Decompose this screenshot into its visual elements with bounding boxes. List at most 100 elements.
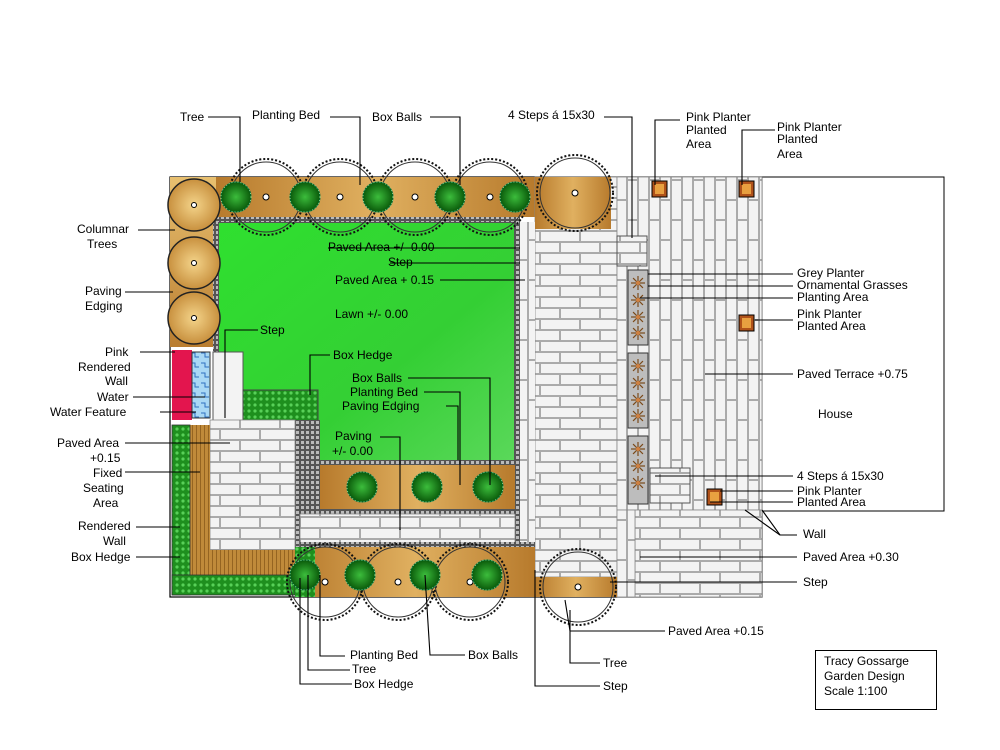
label-grey-planter: Grey Planter	[797, 266, 864, 280]
title-scale: Scale 1:100	[824, 684, 888, 698]
label-tree-top: Tree	[180, 110, 205, 124]
fixed-seating	[190, 425, 210, 575]
box-ball-icon	[411, 471, 443, 503]
label-rendered-a: Rendered	[78, 519, 131, 533]
label-ornamental: Ornamental Grasses	[797, 278, 908, 292]
label-paving-edging-b: Edging	[85, 299, 122, 313]
box-ball-icon	[220, 181, 252, 213]
label-paved-terrace: Paved Terrace +0.75	[797, 367, 908, 381]
label-water-feature: Water Feature	[50, 405, 127, 419]
label-planted-2b: Area	[777, 147, 803, 161]
bottom-bed-edging	[300, 542, 535, 547]
grass-icon	[631, 409, 645, 423]
label-rendered-b: Wall	[103, 534, 126, 548]
box-ball-icon	[346, 471, 378, 503]
inner-bed-edging-top	[320, 460, 515, 465]
title-designer: Tracy Gossarge	[824, 654, 909, 668]
label-fixed-b: Seating	[83, 481, 124, 495]
label-paved-000: Paved Area +/- 0.00	[328, 240, 435, 254]
box-ball-icon	[472, 471, 504, 503]
step-strip	[520, 222, 535, 547]
grass-icon	[631, 459, 645, 473]
label-pink-a: Pink	[105, 345, 129, 359]
label-pink-planter-1: Pink Planter	[686, 110, 751, 124]
labels: Tree Planting Bed Box Balls 4 Steps á 15…	[50, 108, 908, 693]
label-step-right: Step	[803, 575, 828, 589]
label-water: Water	[97, 390, 129, 404]
label-tree-bottom-2: Tree	[603, 656, 628, 670]
ornamental-grasses	[631, 276, 645, 490]
title-subtitle: Garden Design	[824, 669, 905, 683]
grass-icon	[631, 376, 645, 390]
label-planting-area: Planting Area	[797, 290, 869, 304]
inner-bed-edging-bottom	[320, 509, 515, 514]
label-steps-right: 4 Steps á 15x30	[797, 469, 884, 483]
label-pink-planter-4: Pink Planter	[797, 484, 862, 498]
label-paving-b: +/- 0.00	[332, 444, 373, 458]
columnar-trees	[167, 178, 221, 345]
box-ball-icon	[471, 559, 503, 591]
label-house: House	[818, 407, 853, 421]
box-ball-icon	[499, 181, 531, 213]
pink-rendered-wall	[172, 350, 192, 420]
grass-icon	[631, 442, 645, 456]
label-paved-015a: Paved Area + 0.15	[335, 273, 434, 287]
label-box-hedge-left: Box Hedge	[71, 550, 131, 564]
label-box-hedge-bottom: Box Hedge	[354, 677, 414, 691]
label-step-1: Step	[388, 255, 413, 269]
steps-top	[616, 235, 648, 267]
label-tree-bottom-1: Tree	[352, 662, 377, 676]
water-feature	[191, 351, 211, 419]
paved-step-edge	[616, 509, 636, 598]
paved-area-030	[634, 509, 763, 598]
label-planted-1b: Area	[686, 137, 712, 151]
label-paving-a: Paving	[335, 429, 372, 443]
tree-icon	[536, 154, 614, 232]
label-planting-bed-bottom: Planting Bed	[350, 648, 418, 662]
label-planted-1a: Planted	[686, 123, 727, 137]
box-ball-icon	[289, 181, 321, 213]
label-pink-planter-2: Pink Planter	[777, 120, 842, 134]
label-box-balls-bottom: Box Balls	[468, 648, 518, 662]
label-box-hedge-1: Box Hedge	[333, 348, 393, 362]
label-step-2: Step	[260, 323, 285, 337]
label-planted-area-4: Planted Area	[797, 495, 866, 509]
label-planted-2a: Planted	[777, 132, 818, 146]
box-hedge-bottom-left	[171, 574, 296, 596]
paved-area-left-strip	[534, 176, 618, 578]
label-fixed-c: Area	[93, 496, 119, 510]
step-area	[212, 351, 244, 423]
label-box-balls-mid: Box Balls	[352, 371, 402, 385]
paving-edging-left	[213, 217, 218, 352]
grass-icon	[631, 476, 645, 490]
columnar-tree-icon	[167, 236, 221, 290]
grass-icon	[631, 326, 645, 340]
label-box-balls-top: Box Balls	[372, 110, 422, 124]
box-ball-icon	[434, 181, 466, 213]
label-paved-015-b: +0.15	[90, 451, 121, 465]
label-planting-bed-top: Planting Bed	[252, 108, 320, 122]
label-paved-015-a: Paved Area	[57, 436, 119, 450]
label-pink-b: Rendered	[78, 360, 131, 374]
planters	[651, 180, 755, 506]
fixed-seating-bottom	[190, 550, 295, 575]
label-fixed-a: Fixed	[93, 466, 122, 480]
label-step-bottom: Step	[603, 679, 628, 693]
label-pink-planter-3: Pink Planter	[797, 307, 862, 321]
label-wall: Wall	[803, 527, 826, 541]
title-block: Tracy Gossarge Garden Design Scale 1:100	[815, 650, 937, 710]
box-ball-icon	[344, 559, 376, 591]
columnar-tree-icon	[167, 178, 221, 232]
box-ball-icon	[289, 559, 321, 591]
label-columnar-b: Trees	[87, 237, 117, 251]
steps-right	[649, 467, 691, 504]
grass-icon	[631, 276, 645, 290]
box-ball-icon	[362, 181, 394, 213]
label-pink-c: Wall	[105, 374, 128, 388]
box-hedge-left	[171, 424, 191, 596]
columnar-tree-icon	[167, 291, 221, 345]
label-steps-top: 4 Steps á 15x30	[508, 108, 595, 122]
label-paving-edging-mid: Paving Edging	[342, 399, 419, 413]
grass-icon	[631, 393, 645, 407]
